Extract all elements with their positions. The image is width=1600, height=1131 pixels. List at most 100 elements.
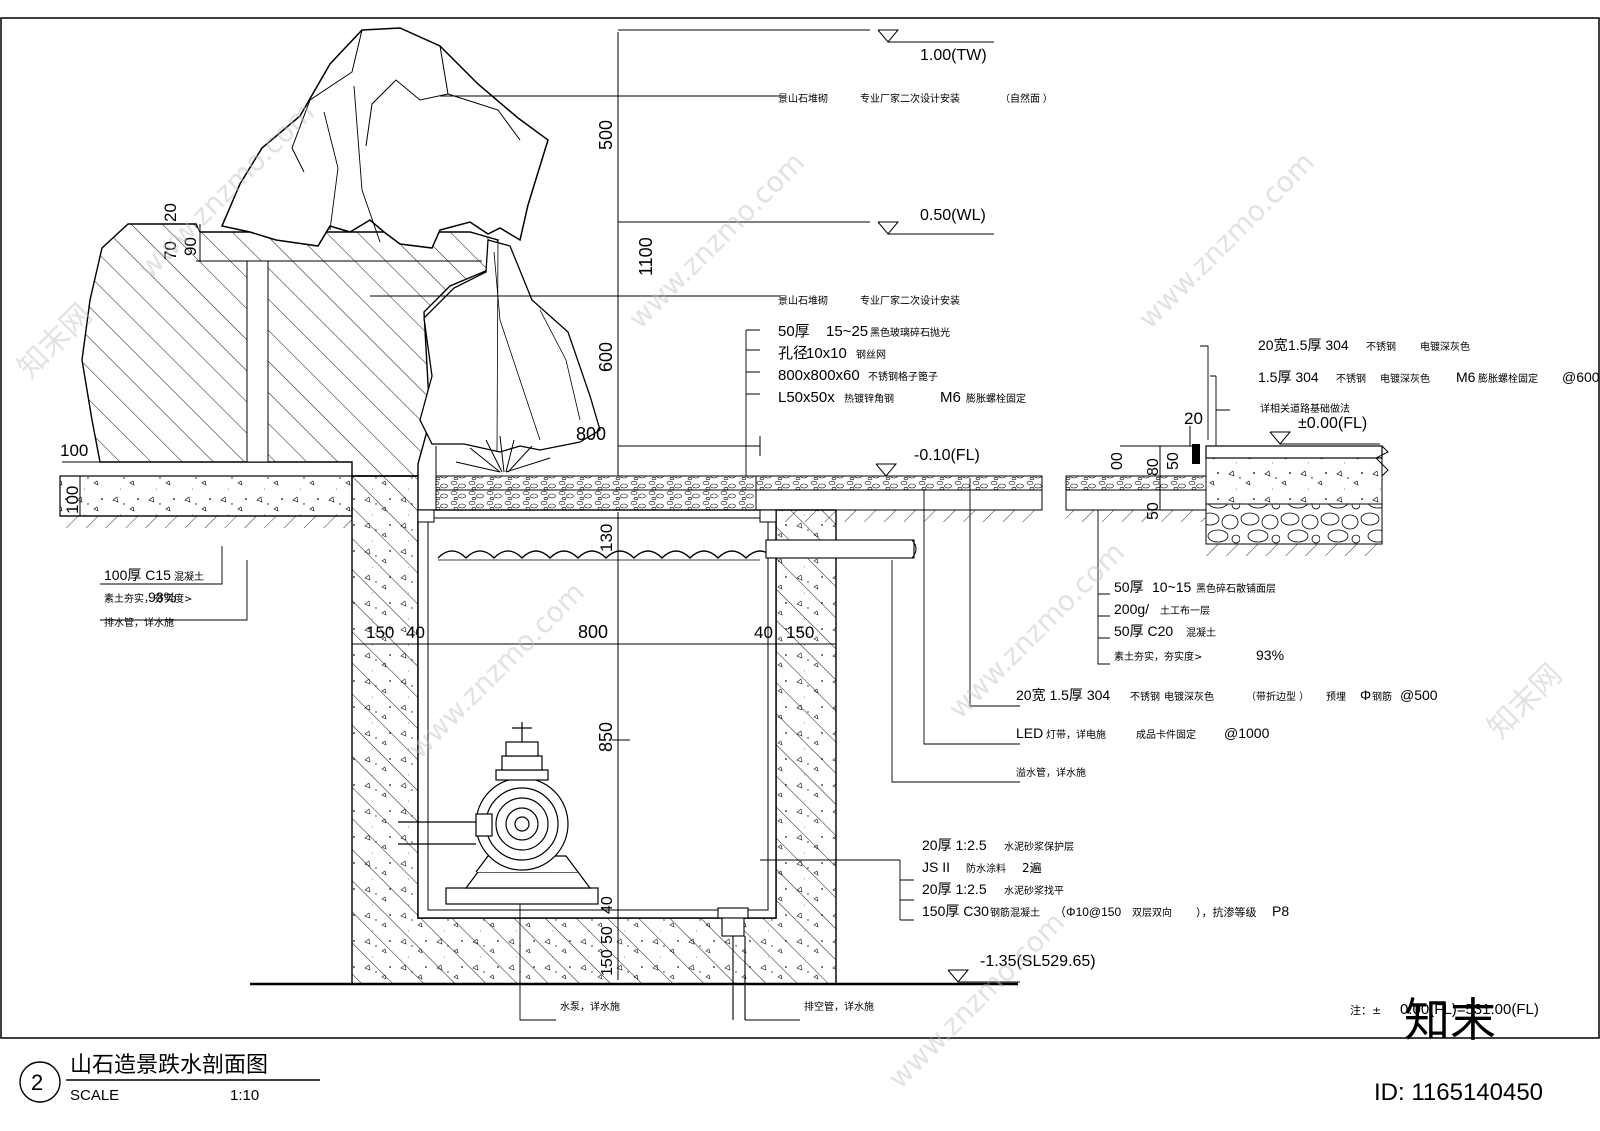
dim-rock-90: 90 <box>181 237 200 256</box>
note-led-1b: 灯带，详电施 <box>1046 728 1106 741</box>
note-edge-1a: 20宽 <box>1258 337 1288 353</box>
dimension-lines <box>62 29 1192 980</box>
note-pave-2a: 200g/ <box>1114 601 1149 617</box>
note-wall-2b: 防水涂料 <box>966 862 1006 875</box>
note-pave-3a: 50厚 C20 <box>1114 623 1173 639</box>
watermark-site-6: www.znzmo.com <box>882 906 1071 1095</box>
note-grate-2c: 钢丝网 <box>856 348 886 361</box>
note-pave-1b: 10~15 <box>1152 579 1192 595</box>
scale-value: 1:10 <box>230 1087 259 1104</box>
note-rock-2: 景山石堆砌 <box>778 295 828 307</box>
note-wall-4b: 钢筋混凝土 <box>990 906 1040 919</box>
dim-grate-800: 800 <box>576 424 606 444</box>
dim-pit-50-bottom: 50 <box>599 926 616 944</box>
note-grate-3a: 800x800x60 <box>778 367 860 384</box>
elev-floor-zero: ±0.00(FL) <box>1298 415 1367 432</box>
cobble-base <box>1205 503 1383 545</box>
note-left-2a: 素土夯实，夯实度> <box>104 592 192 605</box>
note-datum-b: 0.00(FL)=531.00(FL) <box>1400 1001 1539 1018</box>
grass-tuft-icon <box>455 435 551 473</box>
note-pave-4b: 93% <box>1256 647 1284 663</box>
note-pave-1a: 50厚 <box>1114 579 1144 595</box>
note-left-2b: 93% <box>148 589 176 605</box>
note-rock-2b: 专业厂家二次设计安装 <box>860 294 960 307</box>
dim-rock-1100: 1100 <box>636 237 656 276</box>
paving-gravel <box>755 475 1043 491</box>
note-grate-1b: 15~25 <box>826 323 868 340</box>
dim-pit-850: 850 <box>596 722 616 752</box>
dim-pit-40-right: 40 <box>754 623 773 642</box>
dim-rock-20: 20 <box>161 203 180 222</box>
note-wall-3b: 水泥砂浆找平 <box>1004 884 1064 897</box>
note-wall-2a: JS II <box>922 859 950 875</box>
watermark-site-3: www.znzmo.com <box>1132 146 1321 335</box>
note-left-1b: 混凝土 <box>174 570 204 583</box>
note-grate-2b: 10x10 <box>806 345 847 362</box>
note-strip-1e: 预埋 <box>1326 691 1346 703</box>
grate-layer <box>435 489 757 511</box>
note-edge-2f: @600 <box>1562 369 1600 385</box>
drawing-number-circle <box>19 1061 61 1103</box>
note-led-1c: 成品卡件固定 <box>1136 728 1196 741</box>
note-strip-1a: 20宽 1.5厚 304 <box>1016 687 1110 703</box>
note-grate-4b: 热镀锌角钢 <box>844 392 894 405</box>
note-led-1d: @1000 <box>1224 725 1270 741</box>
drawing-frame <box>0 17 1600 1039</box>
dim-left-100-v: 100 <box>63 486 82 514</box>
note-strip-1d: （带折边型 ） <box>1246 690 1309 703</box>
dim-pit-40-bottom: 40 <box>599 896 616 914</box>
note-strip-1f: Φ <box>1360 687 1371 703</box>
dim-left-100-h: 100 <box>60 441 88 460</box>
gravel-layer <box>435 475 757 491</box>
watermark-logo: 知末 <box>1404 993 1496 1047</box>
left-soil <box>60 516 352 528</box>
note-grate-4d: 膨胀螺栓固定 <box>966 392 1026 405</box>
note-strip-1b: 不锈钢 <box>1130 690 1160 703</box>
dim-right-50: 50 <box>1165 452 1182 470</box>
note-wall-4a: 150厚 C30 <box>922 903 989 919</box>
dim-right-50b: 50 <box>1145 502 1162 520</box>
drawing-number: 2 <box>31 1070 43 1095</box>
note-edge-2b: 不锈钢 <box>1336 372 1366 385</box>
note-pave-3b: 混凝土 <box>1186 626 1216 639</box>
left-base-slab <box>59 475 353 517</box>
elev-top-wall: 1.00(TW) <box>920 47 987 64</box>
note-grate-4a: L50x50x <box>778 389 835 406</box>
lower-rock <box>419 239 601 453</box>
drain-fitting-icon <box>717 907 749 1020</box>
scale-label: SCALE <box>70 1087 119 1104</box>
note-rock-1b: 专业厂家二次设计安装 <box>860 92 960 105</box>
pit-interior <box>417 509 777 919</box>
note-wall-4d: 双层双向 <box>1132 906 1172 919</box>
note-wall-4e: ），抗渗等级 <box>1196 905 1257 919</box>
dim-rock-600: 600 <box>596 342 616 372</box>
elev-water-level: 0.50(WL) <box>920 207 986 224</box>
dim-pit-800: 800 <box>578 622 608 642</box>
note-edge-3: 详相关道路基础做法 <box>1260 402 1350 415</box>
dim-pit-150-left: 150 <box>366 623 394 642</box>
note-left-3: 排水管，详水施 <box>104 616 174 629</box>
note-overflow: 溢水管，详水施 <box>1016 766 1086 779</box>
note-pave-4a: 素土夯实，夯实度> <box>1114 650 1202 663</box>
road-surface <box>1205 445 1383 459</box>
drawing-title: 山石造景跌水剖面图 <box>70 1053 268 1078</box>
elev-floor-minus: -0.10(FL) <box>914 447 980 464</box>
title-block: 2 山石造景跌水剖面图 SCALE 1:10 <box>19 1053 320 1104</box>
note-grate-4c: M6 <box>940 389 961 406</box>
note-grate-1a: 50厚 <box>778 323 810 340</box>
note-edge-2d: M6 <box>1456 369 1476 385</box>
elev-bottom: -1.35(SL529.65) <box>980 953 1096 970</box>
note-wall-4c: （Φ10@150 <box>1054 905 1121 919</box>
note-wall-2c: 2遍 <box>1022 861 1042 875</box>
note-wall-1a: 20厚 1:2.5 <box>922 837 987 853</box>
leader-lines <box>100 95 1230 1021</box>
note-led-1a: LED <box>1016 725 1043 741</box>
note-grate-1c: 黑色玻璃碎石抛光 <box>870 326 950 339</box>
drain-pipe-slot <box>246 260 269 463</box>
note-rock-1: 景山石堆砌 <box>778 93 828 105</box>
note-left-1a: 100厚 C15 <box>104 567 171 583</box>
dim-right-20: 20 <box>1184 409 1203 428</box>
note-edge-1d: 电镀深灰色 <box>1420 340 1470 353</box>
dim-pit-130: 130 <box>597 524 616 552</box>
